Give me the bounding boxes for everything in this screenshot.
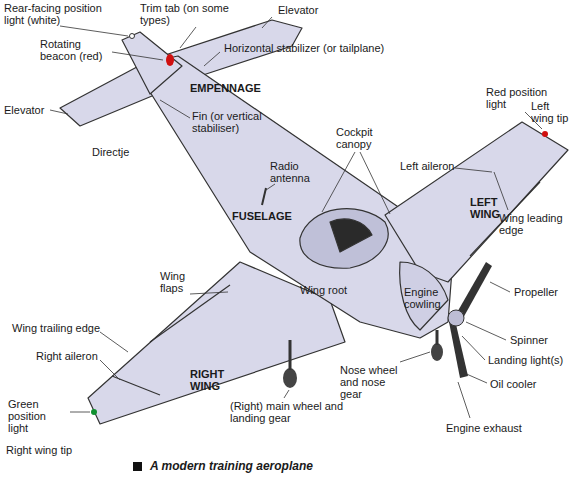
region-label: FUSELAGE xyxy=(232,210,292,222)
main-wheel xyxy=(283,368,297,388)
part-label: Fin (or vertical stabiliser) xyxy=(192,110,272,134)
leader-line xyxy=(50,110,68,114)
part-label: Right wing tip xyxy=(6,444,72,456)
nose-gear xyxy=(436,330,439,345)
part-label: Engine cowling xyxy=(404,286,454,310)
part-label: Wing trailing edge xyxy=(12,322,100,334)
leader-line xyxy=(360,152,390,214)
propeller-blade xyxy=(449,320,468,378)
leader-line xyxy=(322,152,355,212)
part-label: (Right) main wheel and landing gear xyxy=(230,400,360,424)
radio-antenna xyxy=(262,188,266,205)
part-label: Trim tab (on some types) xyxy=(140,2,232,26)
part-label: Radio antenna xyxy=(270,160,320,184)
rotating-beacon xyxy=(166,54,174,66)
leader-line xyxy=(60,26,128,36)
leader-line xyxy=(462,372,487,383)
leader-line xyxy=(180,27,196,48)
part-label: Green position light xyxy=(8,398,68,434)
caption: A modern training aeroplane xyxy=(150,460,313,473)
leader-line xyxy=(160,100,190,118)
nose-wheel xyxy=(431,343,443,361)
leader-line xyxy=(112,52,163,60)
part-label: Wing root xyxy=(300,284,347,296)
region-label: EMPENNAGE xyxy=(190,82,261,94)
white-light xyxy=(130,34,135,39)
leader-line xyxy=(458,382,470,418)
part-label: Propeller xyxy=(514,286,558,298)
left-wing xyxy=(385,122,568,282)
part-label: Nose wheel and nose gear xyxy=(340,364,402,400)
part-label: Wing leading edge xyxy=(499,212,571,236)
leader-line xyxy=(204,52,220,66)
caption-bullet xyxy=(133,462,142,471)
leader-line xyxy=(455,168,492,172)
leader-line xyxy=(266,184,275,190)
landing-gear xyxy=(289,340,292,370)
green-light xyxy=(91,409,97,415)
cockpit-opening xyxy=(330,219,372,252)
fin xyxy=(122,32,182,94)
cockpit-canopy xyxy=(300,209,388,269)
part-label: Left wing tip xyxy=(531,100,571,124)
leader-line xyxy=(490,282,510,292)
region-label: RIGHT WING xyxy=(190,368,240,392)
part-label: Engine exhaust xyxy=(446,422,522,434)
leader-line xyxy=(100,332,128,352)
part-label: Spinner xyxy=(510,334,548,346)
part-label: Wing flaps xyxy=(160,270,196,294)
leader-line xyxy=(70,412,90,413)
leader-line xyxy=(100,360,120,380)
part-label: Rotating beacon (red) xyxy=(40,38,112,62)
leader-line xyxy=(462,336,485,360)
leader-line xyxy=(262,17,272,28)
part-label: Red position light xyxy=(486,86,564,110)
part-label: Oil cooler xyxy=(490,378,536,390)
part-label: Right aileron xyxy=(36,350,98,362)
part-label: Left aileron xyxy=(400,160,454,172)
spinner xyxy=(448,310,464,326)
part-label: Directje xyxy=(92,146,129,158)
leader-line xyxy=(284,390,289,398)
part-label: Rear-facing position light (white) xyxy=(4,2,112,26)
part-label: Cockpit canopy xyxy=(336,126,386,150)
part-label: Elevator xyxy=(278,4,318,16)
leader-line xyxy=(400,352,430,362)
part-label: Horizontal stabilizer (or tailplane) xyxy=(224,42,384,54)
part-label: Elevator xyxy=(4,104,44,116)
part-label: Landing light(s) xyxy=(488,354,563,366)
leader-line xyxy=(466,322,506,340)
leader-line xyxy=(190,292,228,294)
red-light xyxy=(542,131,548,137)
